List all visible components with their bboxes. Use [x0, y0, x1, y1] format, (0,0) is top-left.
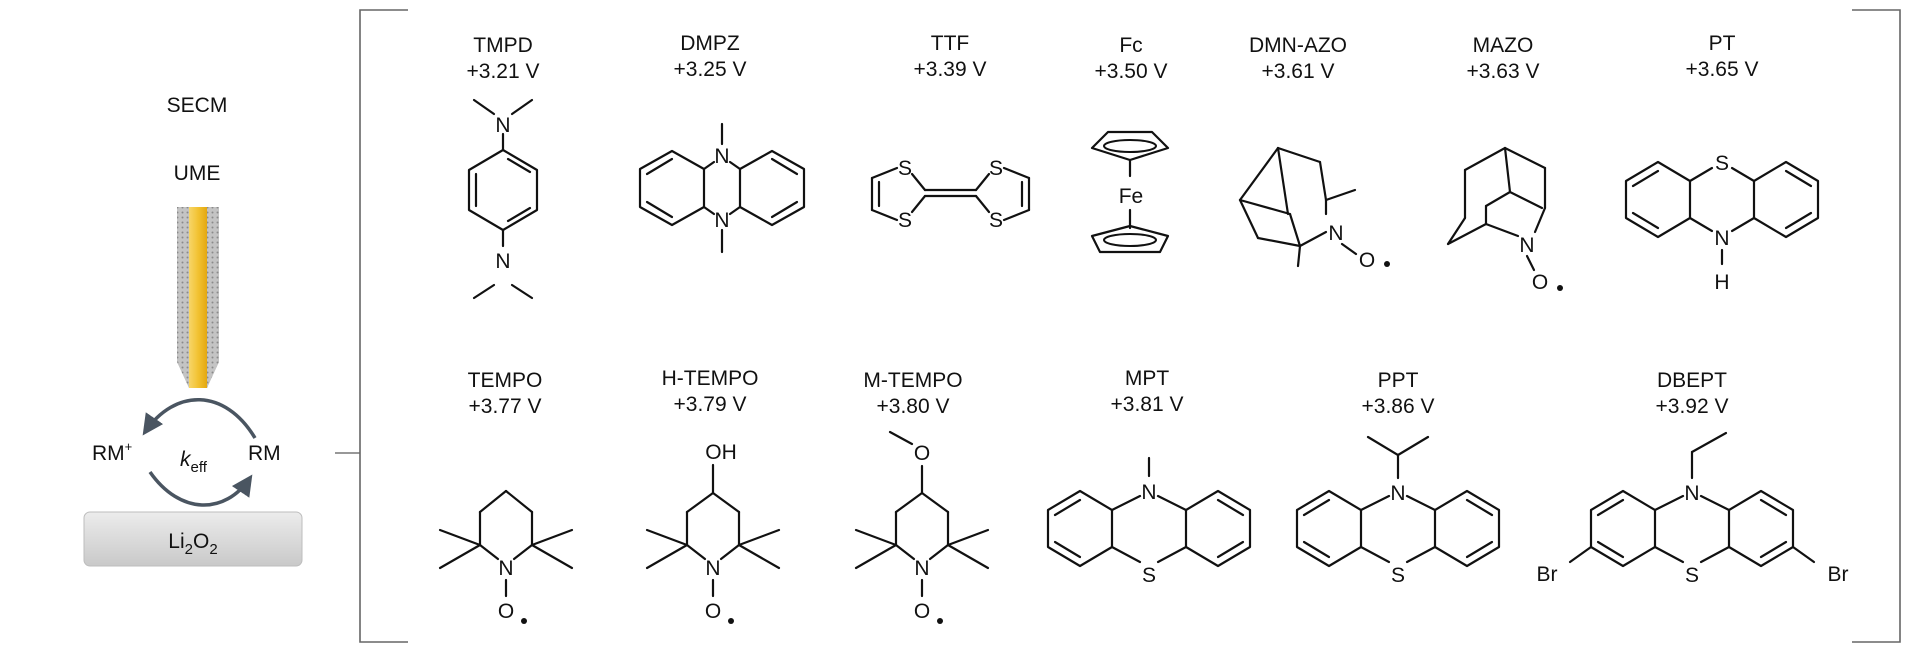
- ume-tip-icon: [177, 207, 219, 388]
- svg-text:Fe: Fe: [1119, 185, 1144, 208]
- dmpz-structure: N N: [638, 122, 806, 254]
- molecule-potential: +3.79 V: [674, 393, 747, 416]
- molecule-name: DBEPT: [1657, 369, 1727, 392]
- svg-text:N: N: [1714, 227, 1729, 250]
- molecule-potential: +3.21 V: [467, 60, 540, 83]
- svg-text:N: N: [1141, 481, 1156, 504]
- reduced-mediator-label: RM: [248, 442, 281, 465]
- svg-text:H: H: [1714, 271, 1729, 294]
- molecule-name: TMPD: [473, 34, 533, 57]
- molecule-potential: +3.50 V: [1095, 60, 1168, 83]
- tempo-structure: N O: [438, 489, 574, 624]
- molecule-name: MAZO: [1473, 34, 1534, 57]
- svg-text:S: S: [898, 157, 912, 180]
- svg-text:S: S: [989, 209, 1003, 232]
- molecule-potential: +3.61 V: [1262, 60, 1335, 83]
- molecule-name: TEMPO: [468, 369, 543, 392]
- svg-text:S: S: [989, 157, 1003, 180]
- svg-text:O: O: [498, 600, 514, 623]
- molecule-potential: +3.80 V: [877, 395, 950, 418]
- molecule-name: DMPZ: [680, 32, 740, 55]
- svg-text:N: N: [714, 209, 729, 232]
- molecule-potential: +3.92 V: [1656, 395, 1729, 418]
- mazo-structure: N O: [1446, 146, 1563, 294]
- svg-text:N: N: [495, 114, 510, 137]
- svg-text:S: S: [1685, 564, 1699, 587]
- svg-text:N: N: [1390, 482, 1405, 505]
- molecule-name: PT: [1709, 32, 1736, 55]
- molecule-name: H-TEMPO: [662, 367, 759, 390]
- mpt-structure: N S: [1046, 456, 1252, 587]
- ttf-structure: S S S S: [870, 157, 1031, 232]
- svg-text:O: O: [1532, 271, 1548, 294]
- secm-setup: SECM UME RM+ keff RM Li2O2: [83, 94, 360, 567]
- molecule-potential: +3.81 V: [1111, 393, 1184, 416]
- h-tempo-structure: OH N O: [645, 441, 781, 624]
- svg-text:O: O: [1359, 249, 1375, 272]
- svg-text:Br: Br: [1537, 563, 1558, 586]
- molecule-potential: +3.63 V: [1467, 60, 1540, 83]
- m-tempo-structure: O N O: [854, 430, 990, 624]
- svg-text:S: S: [898, 209, 912, 232]
- pt-structure: S N H: [1624, 152, 1820, 294]
- molecule-name: Fc: [1119, 34, 1142, 57]
- svg-text:S: S: [1142, 564, 1156, 587]
- svg-text:Br: Br: [1828, 563, 1849, 586]
- left-bracket: [359, 9, 408, 643]
- oxidation-arrow-icon: [142, 398, 257, 439]
- svg-text:N: N: [495, 250, 510, 273]
- molecule-potential: +3.25 V: [674, 58, 747, 81]
- right-bracket: [1852, 9, 1901, 643]
- molecule-name: MPT: [1125, 367, 1170, 390]
- rate-constant-label: keff: [180, 448, 208, 476]
- molecule-potential: +3.39 V: [914, 58, 987, 81]
- tmpd-structure: N N: [467, 98, 539, 300]
- molecule-potential: +3.77 V: [469, 395, 542, 418]
- svg-text:N: N: [705, 557, 720, 580]
- svg-text:OH: OH: [705, 441, 737, 464]
- oxidized-mediator-label: RM+: [92, 439, 132, 465]
- molecule-name: PPT: [1378, 369, 1419, 392]
- molecule-name: M-TEMPO: [863, 369, 962, 392]
- svg-text:N: N: [1684, 482, 1699, 505]
- molecule-name: TTF: [931, 32, 969, 55]
- row2-labels: TEMPO +3.77 V H-TEMPO +3.79 V M-TEMPO +3…: [468, 367, 1729, 418]
- svg-text:S: S: [1715, 152, 1729, 175]
- ume-label: UME: [174, 162, 221, 185]
- secm-label: SECM: [167, 94, 228, 117]
- svg-text:O: O: [914, 442, 930, 465]
- svg-text:O: O: [914, 600, 930, 623]
- substrate-label: Li2O2: [168, 530, 217, 558]
- li2o2-substrate: [83, 511, 303, 567]
- dmn-azo-structure: N O: [1238, 146, 1390, 272]
- ppt-structure: N S: [1295, 435, 1501, 587]
- svg-text:N: N: [1519, 234, 1534, 257]
- ferrocene-structure: Fe: [1090, 130, 1170, 254]
- reduction-arrow-icon: [148, 470, 253, 507]
- svg-text:S: S: [1391, 564, 1405, 587]
- molecule-potential: +3.65 V: [1686, 58, 1759, 81]
- molecule-potential: +3.86 V: [1362, 395, 1435, 418]
- molecule-name: DMN-AZO: [1249, 34, 1347, 57]
- svg-text:N: N: [914, 557, 929, 580]
- dbept-structure: N S Br Br: [1537, 431, 1849, 587]
- svg-text:N: N: [714, 145, 729, 168]
- row1-labels: TMPD +3.21 V DMPZ +3.25 V TTF +3.39 V Fc…: [467, 32, 1759, 83]
- svg-text:N: N: [1328, 222, 1343, 245]
- svg-text:O: O: [705, 600, 721, 623]
- svg-text:N: N: [498, 557, 513, 580]
